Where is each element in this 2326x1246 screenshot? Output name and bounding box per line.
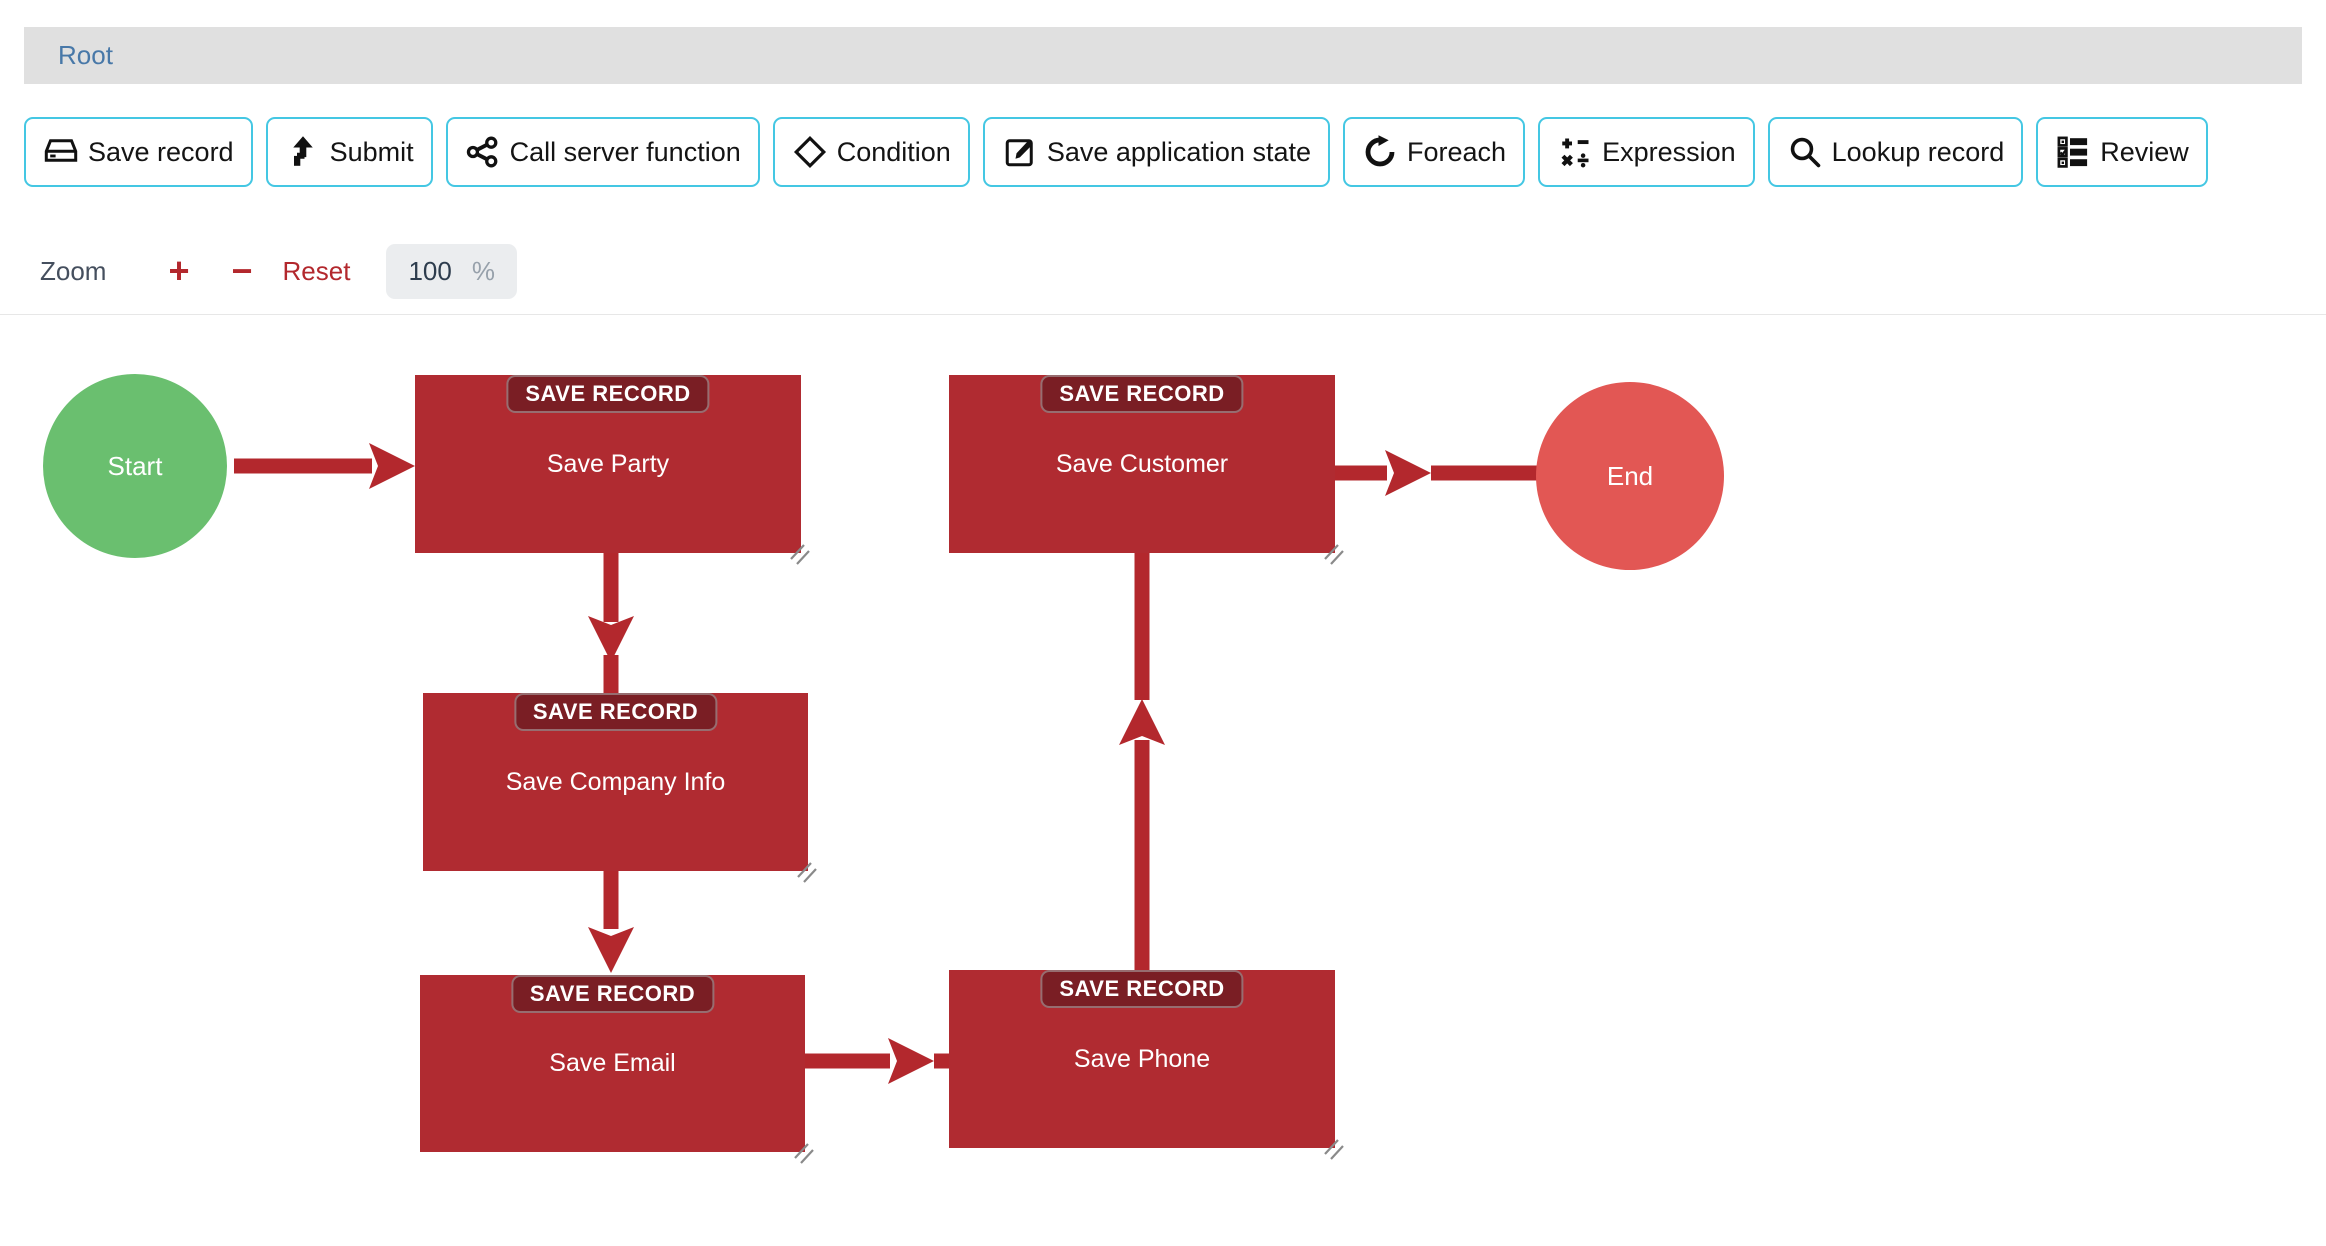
toolbar-button-review[interactable]: Review: [2036, 117, 2208, 187]
node-label: Start: [107, 450, 163, 481]
node-type-badge: SAVE RECORD: [506, 375, 710, 413]
toolbar-button-label: Lookup record: [1831, 136, 2005, 167]
loop-icon: [1362, 134, 1398, 170]
node-label: Save Phone: [1073, 1044, 1211, 1073]
toolbar: Save record Submit Call server function: [24, 117, 2208, 187]
toolbar-button-lookup-record[interactable]: Lookup record: [1767, 117, 2024, 187]
toolbar-button-label: Save application state: [1046, 136, 1311, 167]
node-type-badge: SAVE RECORD: [1040, 375, 1244, 413]
flow-arrow-save-phone-to-save-customer: [1119, 553, 1165, 970]
node-label: Save Customer: [1055, 449, 1229, 478]
share-icon: [465, 134, 501, 170]
zoom-value-box[interactable]: 100 %: [386, 243, 517, 299]
zoom-unit-label: %: [471, 255, 495, 286]
zoom-value: 100: [408, 255, 452, 286]
node-end[interactable]: End: [1536, 382, 1724, 570]
node-label: Save Email: [549, 1049, 676, 1077]
node-save-company-info[interactable]: SAVE RECORD Save Company Info: [423, 693, 817, 883]
toolbar-button-label: Expression: [1602, 136, 1736, 167]
toolbar-divider: [0, 314, 2326, 315]
toolbar-button-call-server-function[interactable]: Call server function: [445, 117, 760, 187]
zoom-reset-button[interactable]: Reset: [282, 255, 351, 286]
node-save-phone[interactable]: SAVE RECORD Save Phone: [949, 970, 1344, 1160]
toolbar-button-label: Save record: [88, 136, 234, 167]
zoom-label: Zoom: [40, 255, 107, 286]
zoom-in-button[interactable]: +: [168, 250, 190, 291]
toolbar-button-label: Submit: [329, 136, 414, 167]
toolbar-button-expression[interactable]: Expression: [1538, 117, 1755, 187]
math-icon: [1557, 134, 1593, 170]
node-label: Save Party: [546, 449, 670, 478]
flow-arrow-start-to-save-party: [234, 443, 415, 489]
checklist-icon: [2055, 134, 2091, 170]
search-icon: [1787, 134, 1823, 170]
resize-handle-icon[interactable]: [1322, 543, 1344, 565]
flow-arrow-save-customer-to-end: [1335, 450, 1538, 496]
flow-arrow-save-company-info-to-save-email: [588, 871, 634, 973]
node-label: End: [1606, 460, 1654, 491]
toolbar-button-save-application-state[interactable]: Save application state: [982, 117, 1330, 187]
node-type-badge: SAVE RECORD: [513, 693, 718, 731]
toolbar-button-label: Review: [2100, 136, 2189, 167]
toolbar-button-submit[interactable]: Submit: [265, 117, 433, 187]
node-type-badge: SAVE RECORD: [510, 975, 715, 1013]
flow-arrow-save-email-to-save-phone: [805, 1038, 949, 1084]
node-type-badge: SAVE RECORD: [1040, 970, 1244, 1008]
resize-handle-icon[interactable]: [795, 861, 817, 883]
zoom-controls: Zoom + − Reset 100 %: [40, 243, 517, 299]
edit-icon: [1002, 134, 1038, 170]
drive-icon: [43, 134, 79, 170]
node-save-party[interactable]: SAVE RECORD Save Party: [415, 375, 810, 565]
toolbar-button-label: Call server function: [509, 136, 741, 167]
node-save-email[interactable]: SAVE RECORD Save Email: [420, 975, 814, 1164]
toolbar-button-save-record[interactable]: Save record: [24, 117, 253, 187]
zoom-out-button[interactable]: −: [231, 250, 253, 291]
diamond-icon: [792, 134, 828, 170]
node-start[interactable]: Start: [43, 374, 227, 558]
toolbar-button-label: Foreach: [1407, 136, 1507, 167]
toolbar-button-condition[interactable]: Condition: [772, 117, 970, 187]
breadcrumb[interactable]: Root: [24, 27, 2302, 84]
toolbar-button-foreach[interactable]: Foreach: [1343, 117, 1526, 187]
flow-arrow-save-party-to-save-company-info: [588, 553, 634, 693]
node-save-customer[interactable]: SAVE RECORD Save Customer: [949, 375, 1344, 565]
resize-handle-icon[interactable]: [788, 543, 810, 565]
toolbar-button-label: Condition: [836, 136, 951, 167]
resize-handle-icon[interactable]: [792, 1142, 814, 1164]
breadcrumb-root-label: Root: [58, 40, 113, 70]
arrow-up-icon: [285, 134, 321, 170]
node-label: Save Company Info: [505, 767, 726, 796]
resize-handle-icon[interactable]: [1322, 1138, 1344, 1160]
